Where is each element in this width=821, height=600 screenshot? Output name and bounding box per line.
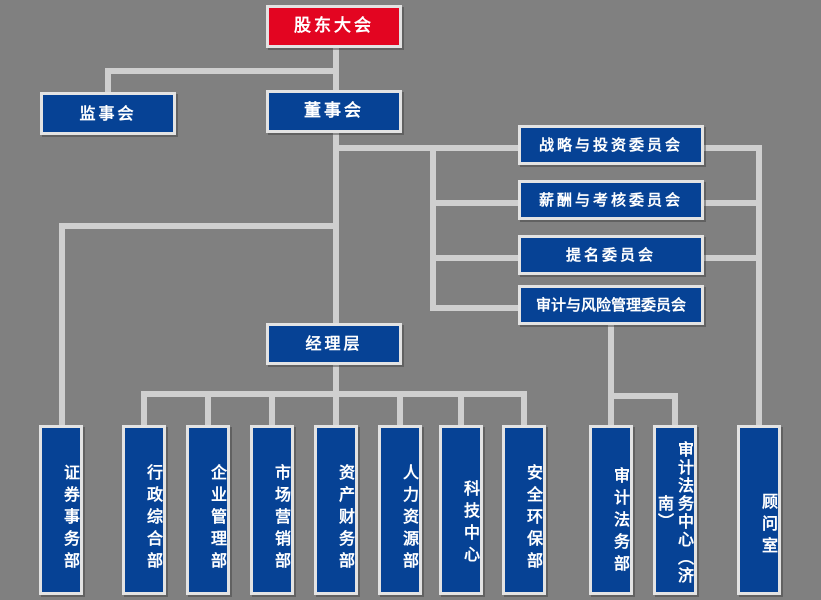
- connector-securities-drop: [59, 223, 65, 425]
- connector-supervisors-drop: [105, 68, 111, 93]
- node-committee-nomination[interactable]: 提名委员会: [518, 235, 704, 275]
- connector-dept-drop-5: [397, 391, 403, 425]
- node-department-asset-finance[interactable]: 资产财务部: [314, 425, 358, 595]
- connector-board-trunk: [333, 133, 339, 323]
- node-department-administration[interactable]: 行政综合部: [122, 425, 166, 595]
- node-management[interactable]: 经理层: [266, 323, 402, 365]
- connector-dept-drop-6: [458, 391, 464, 425]
- node-department-technology-center[interactable]: 科技中心: [439, 425, 483, 595]
- connector-dept-drop-1: [141, 391, 147, 425]
- node-committee-audit-risk[interactable]: 审计与风险管理委员会: [518, 285, 704, 325]
- node-department-enterprise-management[interactable]: 企业管理部: [186, 425, 230, 595]
- connector-committee-trunk: [430, 145, 436, 311]
- connector-management-drop: [333, 365, 339, 395]
- node-board-of-supervisors[interactable]: 监事会: [40, 92, 176, 135]
- connector-board-to-securities-h: [59, 223, 336, 229]
- connector-audit-center-drop: [672, 393, 678, 425]
- connector-audit-committee-drop: [608, 323, 614, 396]
- connector-right-trunk: [756, 145, 762, 425]
- node-department-safety-environment[interactable]: 安全环保部: [502, 425, 546, 595]
- node-department-securities-affairs[interactable]: 证券事务部: [39, 425, 83, 595]
- node-department-human-resources[interactable]: 人力资源部: [378, 425, 422, 595]
- connector-right-trunk-c3: [702, 255, 762, 261]
- connector-audit-bus: [608, 393, 678, 399]
- connector-dept-drop-2: [205, 391, 211, 425]
- node-shareholders-meeting[interactable]: 股东大会: [266, 5, 402, 48]
- node-department-audit-legal-center-jinan[interactable]: 审计法务中心（济南）: [653, 425, 697, 595]
- node-committee-strategy-investment[interactable]: 战略与投资委员会: [518, 125, 704, 165]
- node-department-advisory-office[interactable]: 顾问室: [737, 425, 781, 595]
- connector-right-trunk-c2: [702, 200, 762, 206]
- connector-right-trunk-c1: [702, 145, 762, 151]
- connector-audit-dept-drop: [608, 393, 614, 425]
- node-board-of-directors[interactable]: 董事会: [266, 90, 402, 133]
- connector-dept-drop-3: [269, 391, 275, 425]
- node-committee-remuneration-appraisal[interactable]: 薪酬与考核委员会: [518, 180, 704, 220]
- connector-committee-2: [430, 200, 522, 206]
- connector-board-to-committee-bus-top: [333, 145, 436, 151]
- connector-committee-3: [430, 255, 522, 261]
- node-department-audit-legal[interactable]: 审计法务部: [589, 425, 633, 595]
- connector-committee-1: [430, 145, 522, 151]
- connector-committee-4: [430, 305, 522, 311]
- node-department-marketing[interactable]: 市场营销部: [250, 425, 294, 595]
- connector-shareholders-to-supervisors-h: [105, 68, 339, 74]
- connector-dept-drop-7: [521, 391, 527, 425]
- connector-dept-drop-4: [333, 391, 339, 425]
